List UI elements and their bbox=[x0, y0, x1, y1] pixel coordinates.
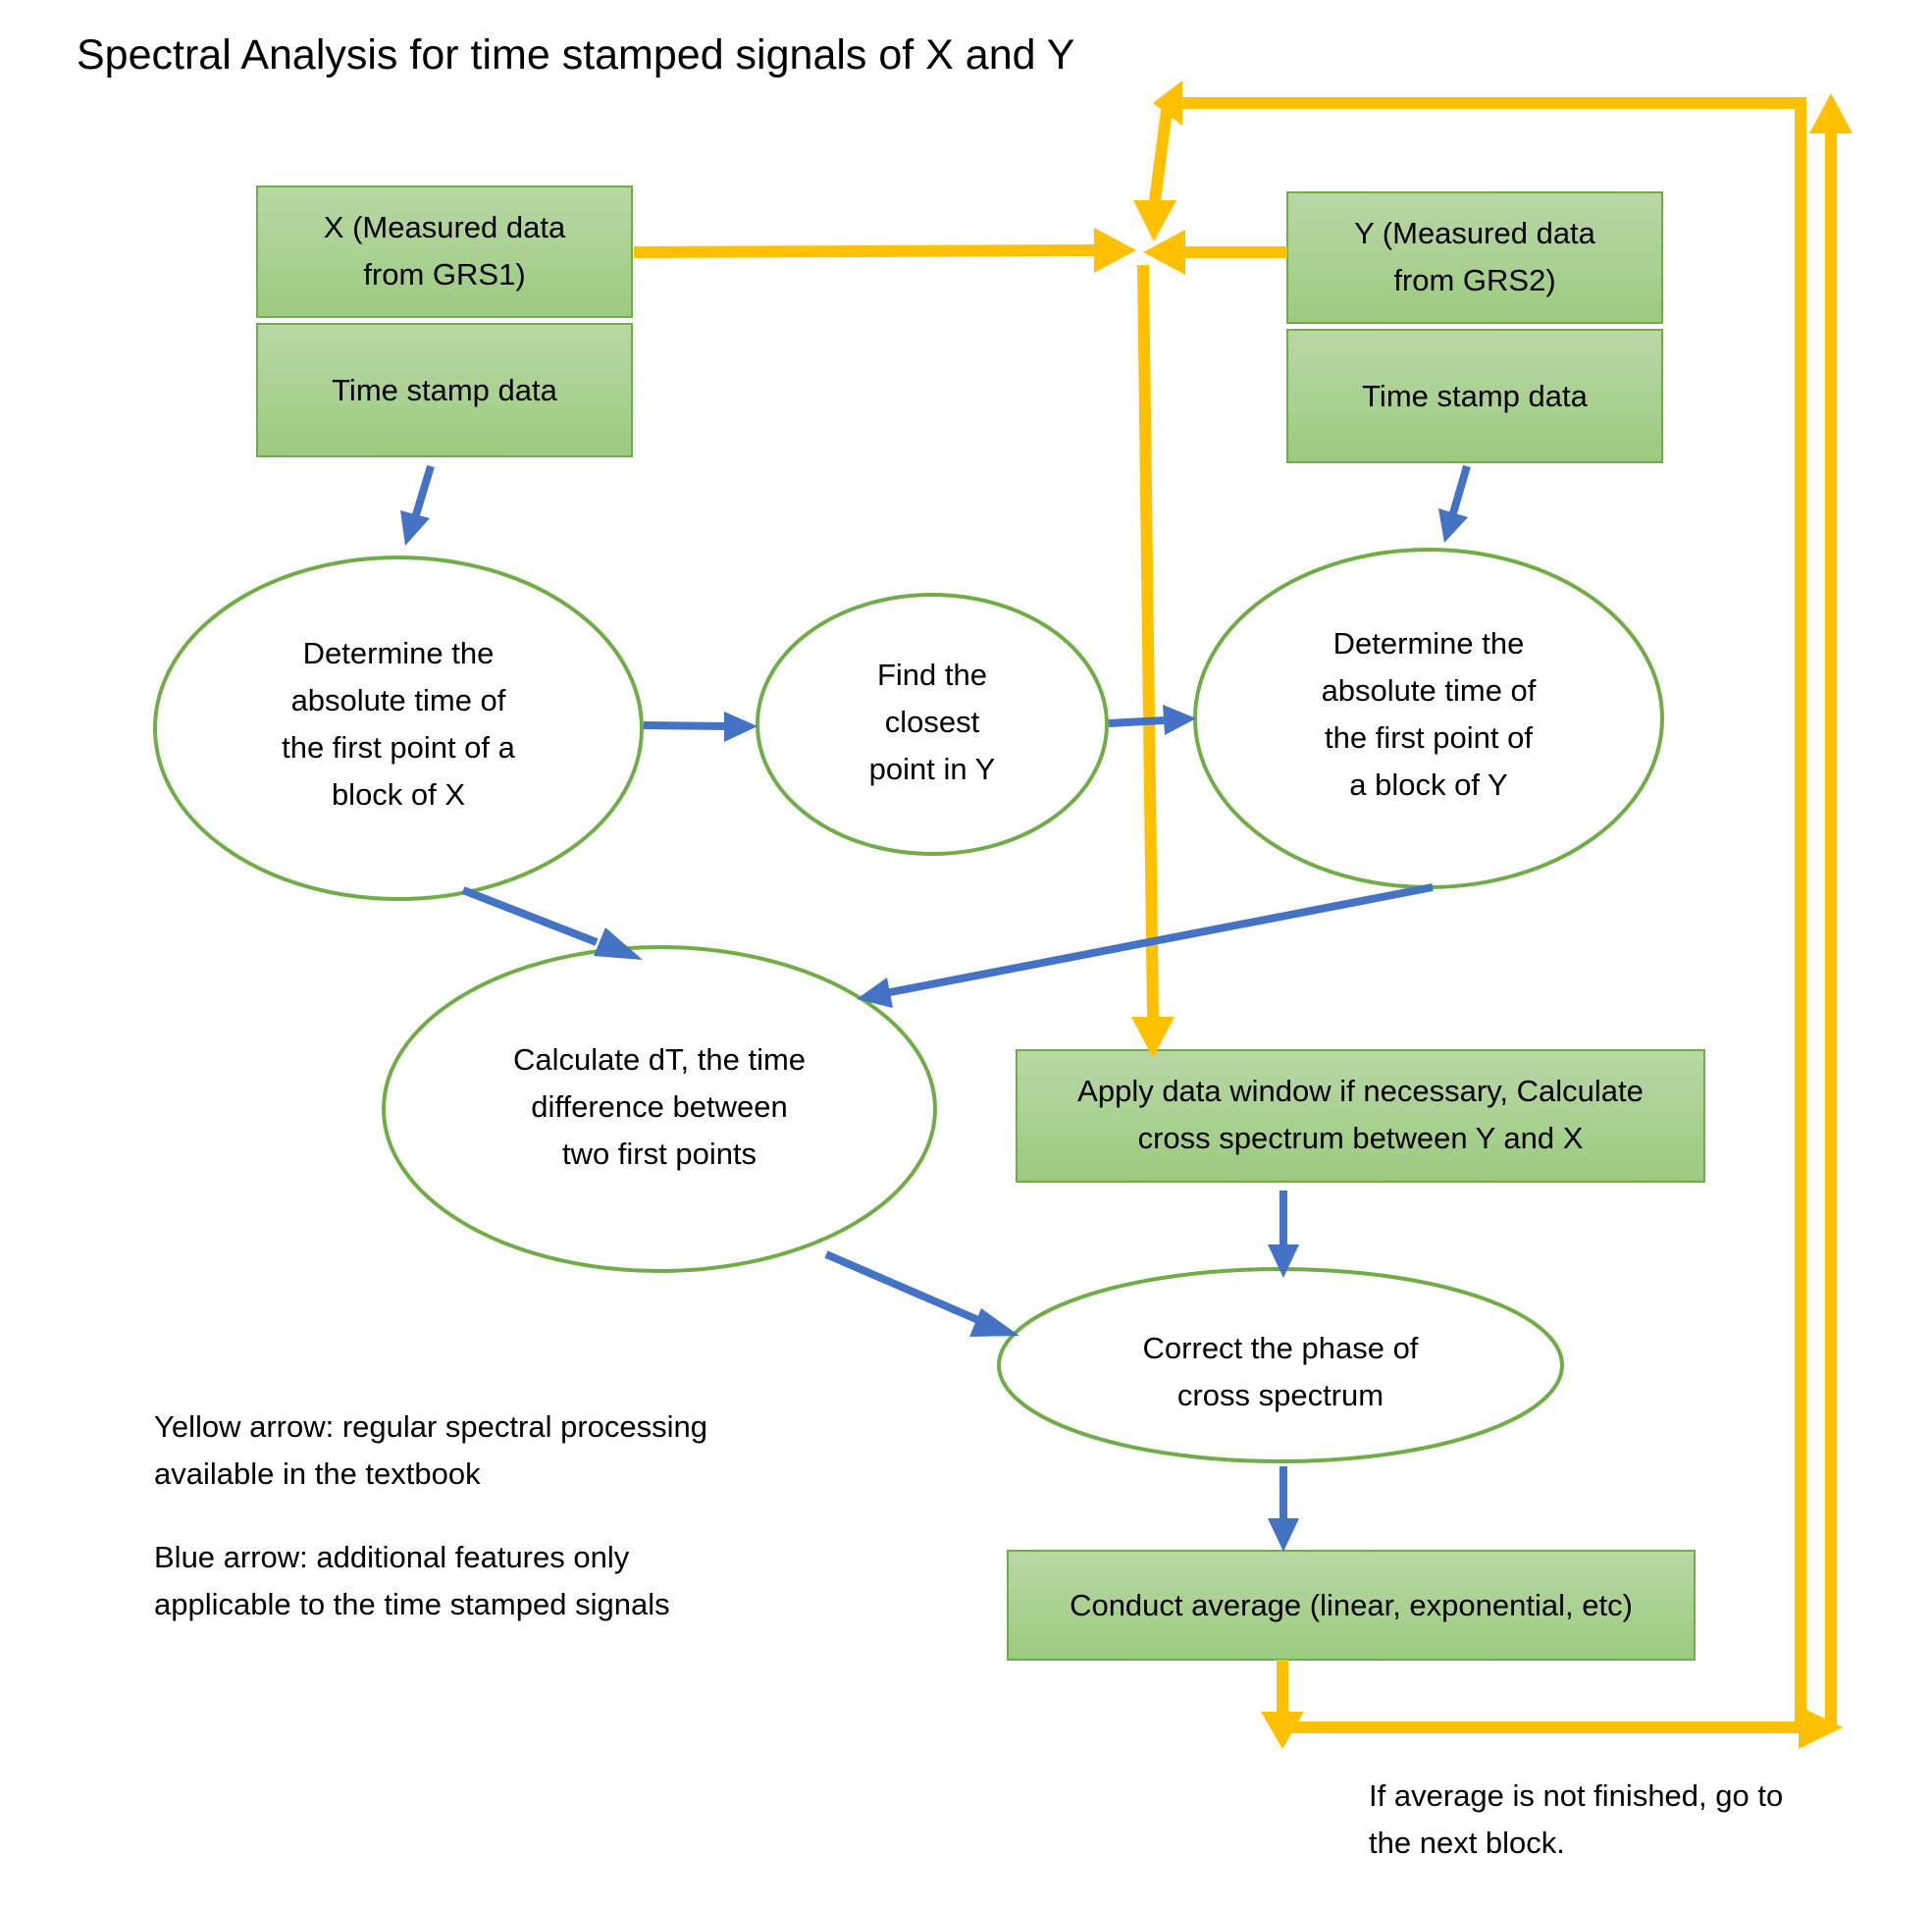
x-measured-label: X (Measured data from GRS1) bbox=[257, 204, 632, 298]
correct-phase-line2: cross spectrum bbox=[1176, 1378, 1384, 1412]
y-timestamp-label: Time stamp data bbox=[1287, 373, 1662, 420]
blue-arrowhead-phase-average bbox=[1268, 1518, 1299, 1552]
y-measured-line1: Y (Measured data bbox=[1354, 216, 1595, 250]
apply-window-line1: Apply data window if necessary, Calculat… bbox=[1077, 1074, 1644, 1108]
determine-x-line1: Determine the bbox=[302, 636, 495, 670]
blue-arrowhead-detx-dt bbox=[594, 927, 643, 960]
legend-yellow: Yellow arrow: regular spectral processin… bbox=[154, 1403, 707, 1498]
determine-y-line1: Determine the bbox=[1332, 626, 1525, 661]
blue-arrows bbox=[411, 464, 1471, 1521]
determine-y-line3: the first point of bbox=[1325, 720, 1533, 755]
find-closest-line3: point in Y bbox=[868, 752, 996, 786]
x-timestamp-label: Time stamp data bbox=[257, 367, 632, 414]
correct-phase-label: Correct the phase of cross spectrum bbox=[1084, 1325, 1477, 1419]
y-measured-box bbox=[1286, 191, 1663, 324]
yellow-arrowhead-merge-down bbox=[1133, 200, 1176, 241]
yellow-arrowhead-window bbox=[1131, 1017, 1175, 1058]
calculate-dt-ellipse bbox=[382, 945, 937, 1273]
yellow-arrowhead-x-merge bbox=[1094, 228, 1136, 273]
yellow-merge-to-window-line bbox=[1137, 264, 1159, 1020]
loop-note-line2: the next block. bbox=[1369, 1826, 1565, 1860]
conduct-average-label: Conduct average (linear, exponential, et… bbox=[1008, 1582, 1695, 1629]
legend-blue-line2: applicable to the time stamped signals bbox=[154, 1587, 670, 1621]
yellow-arrowheads bbox=[1094, 80, 1853, 1749]
page-title: Spectral Analysis for time stamped signa… bbox=[77, 31, 1075, 79]
x-measured-line2: from GRS1) bbox=[363, 257, 526, 291]
blue-arrowheads bbox=[400, 508, 1468, 1552]
apply-window-line2: cross spectrum between Y and X bbox=[1137, 1121, 1584, 1155]
blue-arrowhead-y-ts bbox=[1438, 508, 1468, 543]
calculate-dt-line1: Calculate dT, the time bbox=[512, 1042, 807, 1077]
blue-dt-to-phase-line bbox=[824, 1250, 987, 1327]
calculate-dt-line2: difference between bbox=[531, 1089, 788, 1124]
calculate-dt-line3: two first points bbox=[561, 1137, 757, 1171]
determine-x-ellipse bbox=[153, 556, 644, 901]
yellow-arrowhead-loop-right bbox=[1799, 1706, 1843, 1749]
x-measured-line1: X (Measured data bbox=[323, 210, 566, 244]
blue-x-ts-to-ellipse-line bbox=[411, 464, 435, 520]
correct-phase-line1: Correct the phase of bbox=[1142, 1331, 1419, 1365]
blue-arrowhead-window-phase bbox=[1268, 1244, 1299, 1278]
blue-arrowhead-x-ts bbox=[400, 510, 430, 546]
y-timestamp-line1: Time stamp data bbox=[1362, 379, 1588, 413]
loop-note: If average is not finished, go to the ne… bbox=[1369, 1773, 1783, 1867]
yellow-arrowhead-loop-down bbox=[1261, 1712, 1304, 1749]
find-closest-line2: closest bbox=[884, 705, 980, 739]
determine-x-line4: block of X bbox=[331, 777, 466, 812]
x-measured-box bbox=[256, 185, 633, 318]
determine-y-line2: absolute time of bbox=[1321, 673, 1537, 708]
find-closest-line1: Find the bbox=[876, 658, 987, 692]
legend-yellow-line2: available in the textbook bbox=[154, 1456, 481, 1491]
yellow-arrowhead-y-merge bbox=[1143, 230, 1185, 275]
y-timestamp-box bbox=[1286, 329, 1663, 463]
blue-arrowhead-dt-phase bbox=[969, 1308, 1019, 1337]
x-timestamp-box bbox=[256, 323, 633, 457]
x-timestamp-line1: Time stamp data bbox=[332, 373, 557, 407]
legend-blue: Blue arrow: additional features only app… bbox=[154, 1534, 670, 1628]
determine-x-line2: absolute time of bbox=[290, 683, 506, 717]
y-measured-label: Y (Measured data from GRS2) bbox=[1287, 210, 1662, 304]
conduct-average-line1: Conduct average (linear, exponential, et… bbox=[1070, 1588, 1633, 1622]
blue-arrowhead-detx-find bbox=[724, 712, 757, 742]
apply-window-box bbox=[1016, 1049, 1705, 1183]
yellow-arrowhead-loop-up bbox=[1809, 93, 1853, 133]
determine-y-line4: a block of Y bbox=[1349, 768, 1508, 802]
blue-dety-to-dt-line bbox=[884, 883, 1434, 997]
y-measured-line2: from GRS2) bbox=[1393, 263, 1556, 297]
blue-detx-to-dt-line bbox=[461, 886, 599, 946]
determine-y-label: Determine the absolute time of the first… bbox=[1232, 620, 1625, 809]
calculate-dt-label: Calculate dT, the time difference betwee… bbox=[444, 1036, 875, 1178]
legend-blue-line1: Blue arrow: additional features only bbox=[154, 1540, 630, 1574]
blue-arrowhead-dety-dt bbox=[857, 978, 893, 1008]
determine-x-line3: the first point of a bbox=[282, 730, 515, 765]
yellow-x-to-merge-line bbox=[633, 244, 1098, 258]
blue-y-ts-to-ellipse-line bbox=[1449, 464, 1471, 515]
blue-detx-to-find-line bbox=[643, 721, 729, 730]
yellow-arrowhead-loop-left bbox=[1153, 80, 1182, 126]
find-closest-label: Find the closest point in Y bbox=[795, 652, 1070, 793]
apply-window-label: Apply data window if necessary, Calculat… bbox=[1017, 1068, 1704, 1162]
determine-x-label: Determine the absolute time of the first… bbox=[202, 630, 595, 819]
loop-note-line1: If average is not finished, go to bbox=[1369, 1778, 1784, 1813]
conduct-average-box bbox=[1007, 1550, 1696, 1661]
find-closest-ellipse bbox=[756, 593, 1109, 856]
legend-yellow-line1: Yellow arrow: regular spectral processin… bbox=[154, 1409, 708, 1444]
blue-arrowhead-find-dety bbox=[1163, 705, 1196, 735]
blue-find-to-dety-line bbox=[1108, 716, 1165, 727]
